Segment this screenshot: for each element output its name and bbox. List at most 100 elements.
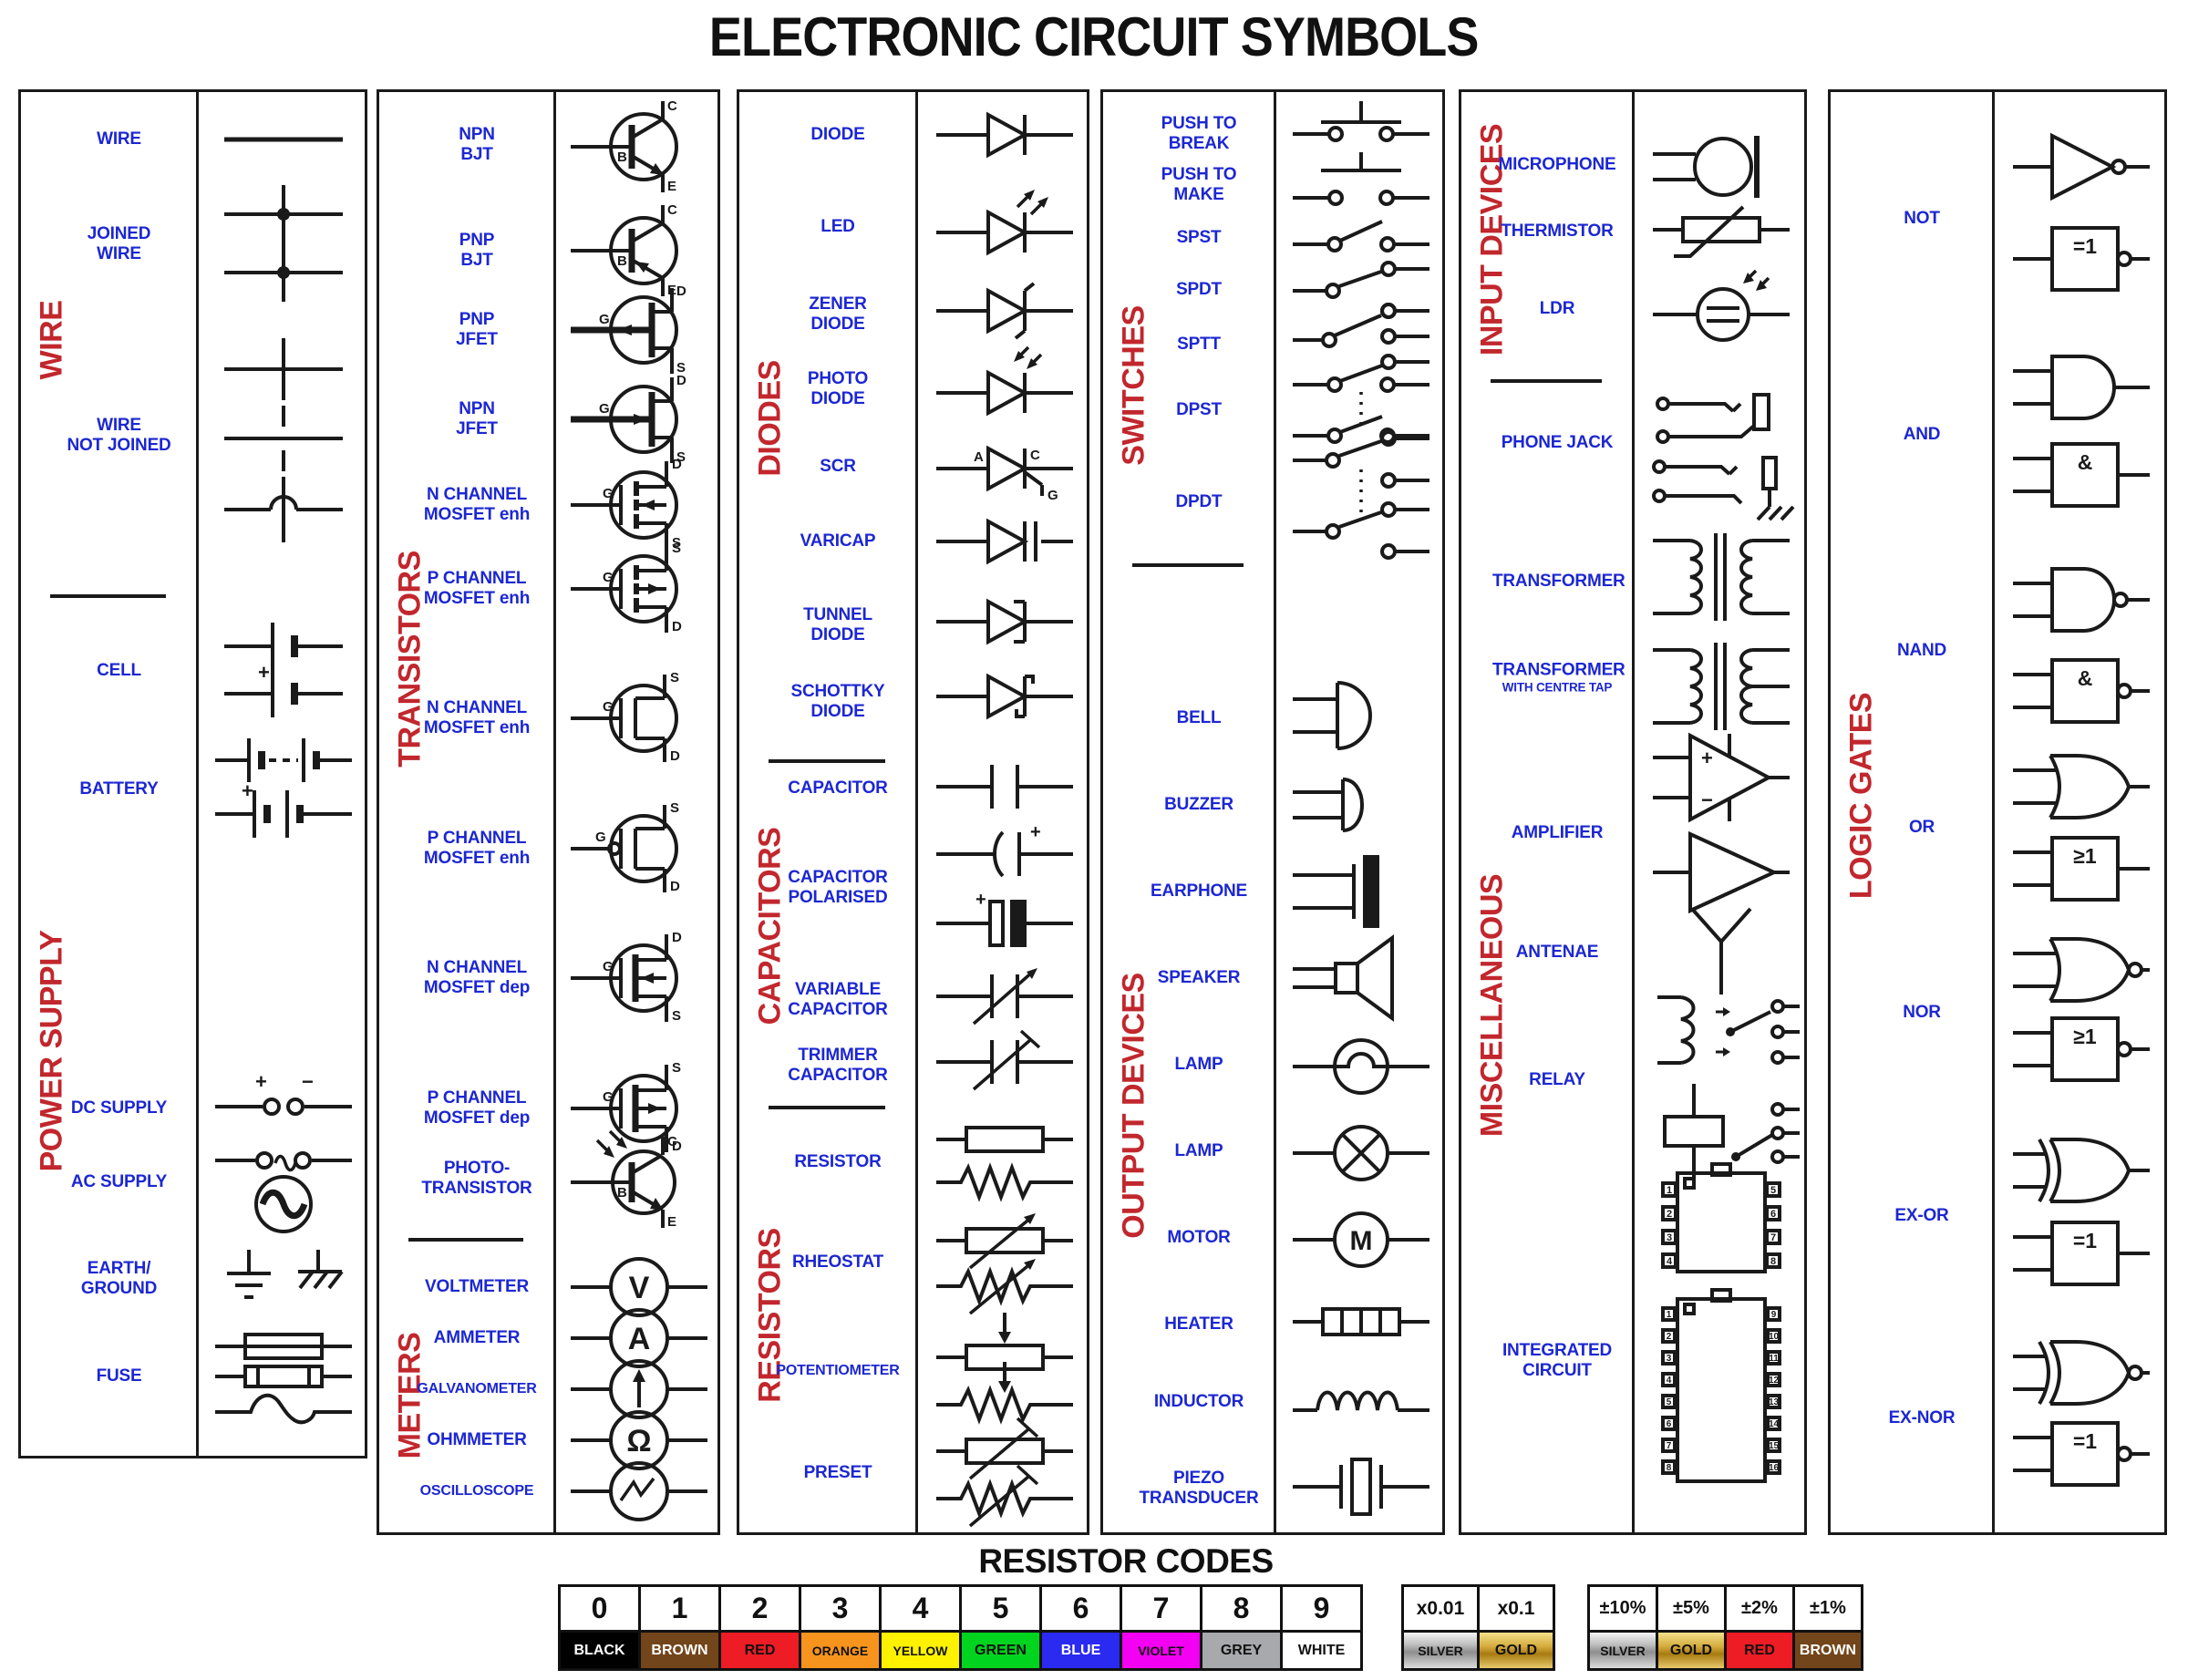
row-label-line: ANTENAE: [1515, 943, 1599, 963]
code-color-name: BROWN: [641, 1630, 718, 1668]
row-label: AC SUPPLY: [52, 1172, 186, 1192]
section-rule: [50, 594, 166, 598]
row-label: EARTH/GROUND: [52, 1259, 186, 1299]
svg-text:D: D: [672, 457, 682, 472]
code-value: 0: [561, 1587, 638, 1630]
buzz-symbol-icon: [1293, 778, 1364, 832]
row-label: GALVANOMETER: [410, 1381, 543, 1397]
svg-text:B: B: [617, 1185, 627, 1201]
row-label: WIRE: [52, 129, 186, 149]
row-label: NAND: [1862, 641, 1982, 661]
row-label: MICROPHONE: [1492, 155, 1622, 175]
wire-symbol-icon: [224, 137, 343, 142]
row-label-line: MOTOR: [1167, 1228, 1231, 1248]
svg-text:S: S: [676, 360, 686, 376]
row-label: VARICAP: [770, 531, 905, 551]
row-label-line: NAND: [1896, 641, 1947, 661]
row-label-line: NPN: [459, 125, 495, 145]
svg-text:4: 4: [1667, 1376, 1672, 1386]
row-label: RESISTOR: [770, 1152, 905, 1172]
meterG-symbol-icon: [570, 1359, 707, 1419]
column-divider: [553, 92, 556, 1532]
row-label-line: SCR: [820, 457, 856, 477]
meterV-symbol-icon: V: [570, 1257, 707, 1317]
row-label: OR: [1862, 818, 1982, 838]
row-label-line: GROUND: [80, 1279, 158, 1298]
row-label-line: WITH CENTRE TAP: [1502, 680, 1613, 695]
piezo-symbol-icon: [1293, 1458, 1429, 1516]
row-label: HEATER: [1134, 1314, 1264, 1335]
row-label-line: MAKE: [1173, 185, 1224, 204]
row-label-line: HEATER: [1164, 1314, 1233, 1335]
row-label: RHEOSTAT: [770, 1252, 905, 1273]
row-label-line: TRANSDUCER: [1139, 1489, 1259, 1508]
code-value: 1: [641, 1587, 718, 1630]
spkr-symbol-icon: [1293, 934, 1394, 1022]
row-label-line: VOLTMETER: [425, 1277, 529, 1297]
row-label-line: PNP: [459, 310, 495, 330]
code-color-name: BLUE: [1042, 1630, 1120, 1668]
row-label-line: TRIMMER: [798, 1046, 878, 1066]
svg-text:E: E: [667, 1214, 676, 1230]
rhez-symbol-icon: [935, 1259, 1073, 1315]
code-value: 4: [882, 1587, 959, 1630]
section-rule: [408, 1238, 523, 1242]
ant-symbol-icon: [1690, 907, 1752, 995]
row-label-line: LED: [820, 217, 855, 237]
svg-text:A: A: [974, 449, 984, 465]
fusec-symbol-icon: [215, 1365, 352, 1388]
column-divider: [1632, 92, 1635, 1532]
svg-text:S: S: [676, 449, 686, 465]
row-label: CELL: [52, 661, 186, 681]
svg-text:C: C: [667, 1134, 677, 1149]
mosdn-symbol-icon: GDS: [570, 930, 682, 1024]
row-label-line: MOSFET enh: [423, 849, 531, 868]
row-label-line: LDR: [1539, 299, 1575, 319]
svg-text:=1: =1: [2073, 1229, 2097, 1252]
jackg-symbol-icon: [1652, 456, 1795, 521]
heat-symbol-icon: [1293, 1307, 1429, 1336]
jfetn-symbol-icon: GDS: [570, 373, 686, 465]
svg-text:+: +: [975, 890, 986, 910]
svg-text:2: 2: [1667, 1332, 1672, 1342]
row-label: SPTT: [1134, 335, 1264, 355]
row-label-line: BREAK: [1168, 134, 1230, 153]
column-divider: [915, 92, 918, 1532]
row-label-line: CIRCUIT: [1522, 1361, 1592, 1380]
svg-text:S: S: [672, 535, 681, 551]
section-rule: [1132, 563, 1244, 567]
meterS-symbol-icon: [570, 1461, 707, 1521]
meterA-symbol-icon: A: [570, 1308, 707, 1368]
row-label-line: BJT: [460, 145, 493, 164]
iecA-symbol-icon: &: [2013, 442, 2150, 508]
section-header-switches: SWITCHES: [1116, 305, 1151, 466]
section-rule: [769, 759, 885, 763]
svg-text:D: D: [670, 748, 680, 764]
svg-text:10: 10: [1769, 1332, 1780, 1342]
row-label-line: POLARISED: [788, 888, 888, 907]
ind-symbol-icon: [1293, 1390, 1429, 1412]
section-header-output-devices: OUTPUT DEVICES: [1116, 973, 1151, 1239]
code-value: ±2%: [1727, 1587, 1792, 1630]
bjtn-symbol-icon: BCE: [570, 98, 678, 194]
therm-symbol-icon: [1653, 205, 1790, 258]
code-color-name: GREY: [1202, 1630, 1280, 1668]
code-value: 3: [801, 1587, 879, 1630]
fusew-symbol-icon: [215, 1393, 352, 1425]
row-label-line: NPN: [459, 399, 495, 419]
row-label-line: RESISTOR: [794, 1152, 882, 1172]
svg-text:2: 2: [1667, 1209, 1672, 1220]
iecNA-symbol-icon: &: [2013, 658, 2150, 724]
svg-text:D: D: [676, 373, 686, 388]
svg-text:S: S: [670, 670, 679, 685]
